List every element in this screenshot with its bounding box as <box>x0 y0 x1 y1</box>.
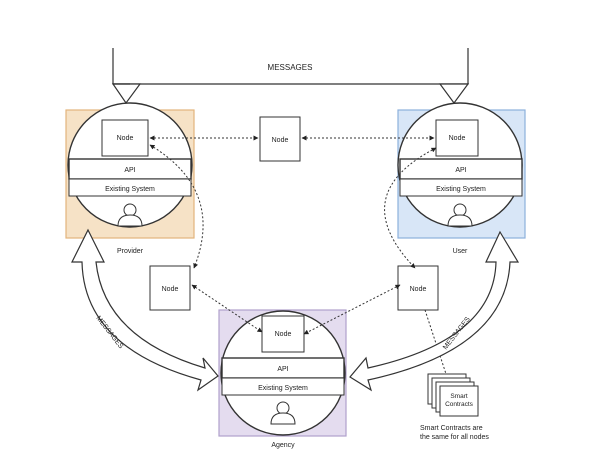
provider-person-icon <box>117 203 143 227</box>
agency-existing-system-label: Existing System <box>258 385 308 392</box>
agency-node-label: Node <box>275 331 292 338</box>
user-node <box>435 119 479 157</box>
provider-node <box>101 119 149 157</box>
smart-contracts-note-2: the same for all nodes <box>420 434 489 441</box>
user-existing-system-label: Existing System <box>436 186 486 193</box>
left-node <box>149 265 191 311</box>
provider-node-label: Node <box>117 135 134 142</box>
smart-contracts-note-1: Smart Contracts are <box>420 425 483 432</box>
agency-label: Agency <box>271 442 295 449</box>
smart-contracts-stack-label-1: Smart <box>450 393 468 400</box>
agency-existing-system <box>221 377 345 396</box>
smart-contracts-stack-label-2: Contracts <box>445 401 474 408</box>
left-node-label: Node <box>162 286 179 293</box>
right-node-label: Node <box>410 286 427 293</box>
top-node-label: Node <box>272 137 289 144</box>
user-label: User <box>453 248 468 255</box>
user-node-label: Node <box>449 135 466 142</box>
provider-label: Provider <box>117 248 144 255</box>
user-api-label: API <box>455 167 466 174</box>
top-node <box>259 116 301 162</box>
smart-contracts-stack <box>427 373 479 417</box>
right-messages-arrow <box>349 230 520 392</box>
agency-api-label: API <box>277 366 288 373</box>
top-messages-bracket <box>111 48 470 105</box>
top-messages-label: MESSAGES <box>268 63 313 72</box>
provider-existing-system-label: Existing System <box>105 186 155 193</box>
right-node <box>397 265 439 311</box>
left-messages-arrow <box>71 228 219 392</box>
user-person-icon <box>447 203 473 227</box>
agency-person-icon <box>270 401 296 425</box>
provider-api-label: API <box>124 167 135 174</box>
